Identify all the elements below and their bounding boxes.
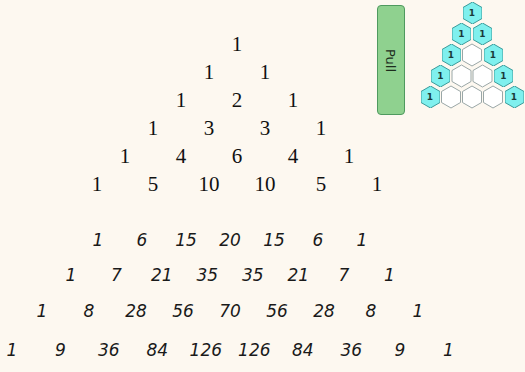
handwritten-number: 6 (313, 230, 324, 250)
handwritten-number: 6 (137, 230, 148, 250)
filled-hex: 1 (442, 44, 461, 66)
empty-hex (463, 44, 482, 66)
printed-number: 4 (288, 144, 299, 169)
cell-value: 1 (490, 50, 496, 60)
filled-hex: 1 (463, 2, 482, 24)
handwritten-number: 84 (146, 340, 168, 360)
handwritten-number: 1 (65, 265, 76, 285)
cell-value: 1 (500, 71, 506, 81)
empty-hex (452, 65, 471, 87)
handwritten-number: 1 (413, 301, 424, 321)
printed-number: 1 (316, 116, 327, 141)
cell-value: 1 (511, 92, 517, 102)
pull-button: Pull (377, 5, 405, 115)
cell-value: 1 (427, 92, 433, 102)
filled-hex: 1 (473, 23, 492, 45)
handwritten-number: 8 (84, 301, 95, 321)
handwritten-number: 36 (98, 340, 120, 360)
handwritten-number: 126 (190, 340, 222, 360)
cell-value: 1 (448, 50, 454, 60)
printed-number: 10 (255, 172, 276, 197)
handwritten-number: 7 (338, 265, 349, 285)
handwritten-number: 8 (366, 301, 377, 321)
filled-hex: 1 (494, 65, 513, 87)
handwritten-number: 21 (287, 265, 309, 285)
empty-hex (473, 65, 492, 87)
printed-number: 1 (148, 116, 159, 141)
button-label: Pull (383, 48, 398, 71)
printed-number: 1 (204, 60, 215, 85)
printed-number: 6 (232, 144, 243, 169)
empty-hex (484, 86, 503, 108)
printed-number: 3 (260, 116, 271, 141)
empty-hex (463, 86, 482, 108)
handwritten-number: 15 (263, 230, 285, 250)
printed-number: 1 (232, 32, 243, 57)
printed-number: 5 (148, 172, 159, 197)
handwritten-number: 1 (37, 301, 48, 321)
handwritten-number: 15 (175, 230, 197, 250)
printed-number: 2 (232, 88, 243, 113)
printed-number: 1 (120, 144, 131, 169)
handwritten-number: 126 (238, 340, 270, 360)
printed-number: 1 (176, 88, 187, 113)
handwritten-number: 56 (172, 301, 194, 321)
filled-hex: 1 (452, 23, 471, 45)
printed-number: 5 (316, 172, 327, 197)
printed-number: 1 (372, 172, 383, 197)
handwritten-number: 20 (219, 230, 241, 250)
filled-hex: 1 (505, 86, 524, 108)
handwritten-number: 1 (384, 265, 395, 285)
handwritten-number: 35 (196, 265, 218, 285)
handwritten-number: 28 (125, 301, 147, 321)
printed-number: 3 (204, 116, 215, 141)
handwritten-number: 56 (266, 301, 288, 321)
handwritten-number: 28 (313, 301, 335, 321)
handwritten-number: 1 (6, 340, 17, 360)
printed-number: 1 (344, 144, 355, 169)
empty-hex (442, 86, 461, 108)
handwritten-number: 70 (219, 301, 241, 321)
handwritten-number: 1 (357, 230, 368, 250)
handwritten-number: 9 (55, 340, 66, 360)
filled-hex: 1 (431, 65, 450, 87)
filled-hex: 1 (484, 44, 503, 66)
handwritten-number: 7 (111, 265, 122, 285)
cell-value: 1 (469, 8, 475, 18)
handwritten-number: 1 (443, 340, 454, 360)
handwritten-number: 84 (292, 340, 314, 360)
cell-value: 1 (479, 29, 485, 39)
handwritten-number: 1 (93, 230, 104, 250)
handwritten-number: 9 (394, 340, 405, 360)
printed-number: 10 (199, 172, 220, 197)
printed-number: 1 (92, 172, 103, 197)
printed-number: 1 (288, 88, 299, 113)
handwritten-number: 21 (151, 265, 173, 285)
filled-hex: 1 (421, 86, 440, 108)
cell-value: 1 (437, 71, 443, 81)
handwritten-number: 35 (242, 265, 264, 285)
cell-value: 1 (458, 29, 464, 39)
handwritten-number: 36 (340, 340, 362, 360)
printed-number: 1 (260, 60, 271, 85)
printed-number: 4 (176, 144, 187, 169)
